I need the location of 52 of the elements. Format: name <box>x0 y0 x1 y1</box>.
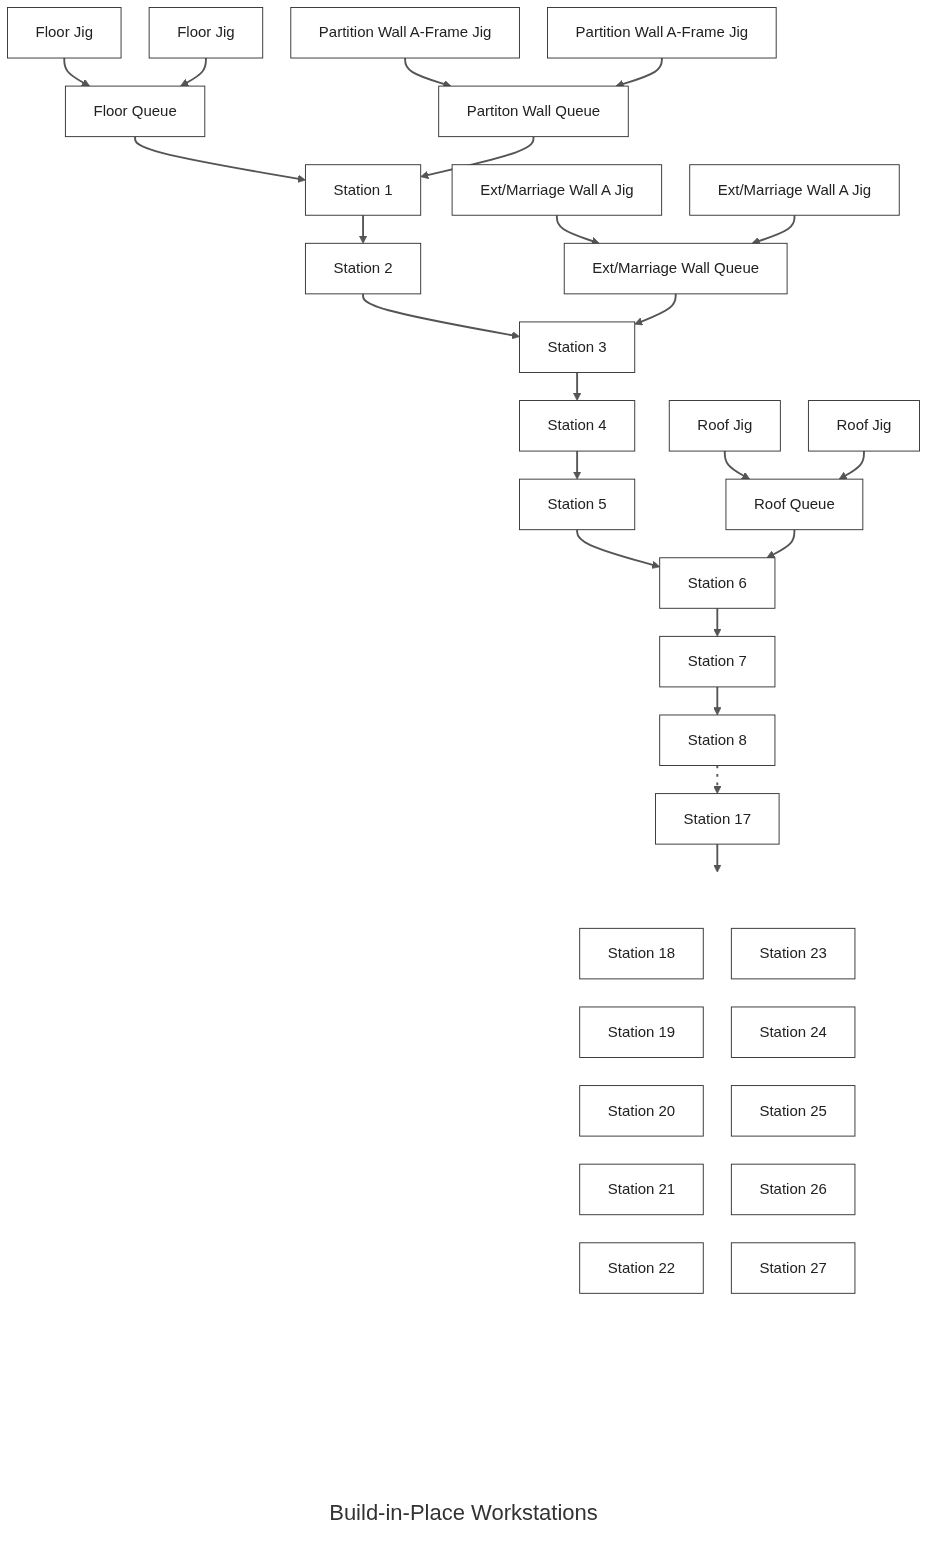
node-box: Station 3 <box>519 321 636 373</box>
node-box: Station 23 <box>730 927 856 980</box>
arrow <box>766 528 796 559</box>
node-box: Station 27 <box>730 1242 856 1294</box>
node-box: Station 24 <box>730 1006 856 1058</box>
arrow <box>713 685 722 716</box>
node-box: Roof Jig <box>668 400 781 452</box>
node-box: Station 1 <box>304 164 422 216</box>
arrow <box>358 214 368 244</box>
node-box: Roof Queue <box>725 478 864 531</box>
node-box: Station 25 <box>730 1085 856 1137</box>
arrow <box>713 607 722 637</box>
node-box: Partiton Wall Queue <box>438 85 629 138</box>
arrow <box>555 214 600 245</box>
arrow <box>723 450 751 480</box>
node-box: Ext/Marriage Wall Queue <box>563 242 788 295</box>
node-box: Ext/Marriage Wall A Jig <box>689 164 900 216</box>
node-box: Station 18 <box>579 927 704 980</box>
node-box: Station 4 <box>519 400 636 452</box>
node-box: Roof Jig <box>807 400 920 452</box>
node-box: Station 21 <box>579 1163 704 1216</box>
arrow <box>576 528 661 569</box>
node-box: Station 7 <box>659 635 776 688</box>
node-box: Station 5 <box>519 478 636 531</box>
node-box: Ext/Marriage Wall A Jig <box>451 164 663 216</box>
arrow <box>838 450 865 480</box>
node-box: Station 8 <box>659 714 776 766</box>
node-box: Station 2 <box>304 242 422 295</box>
arrow <box>713 764 722 794</box>
arrow <box>634 292 677 326</box>
arrow <box>573 371 582 401</box>
arrow <box>180 57 207 87</box>
node-box: Partition Wall A-Frame Jig <box>290 7 520 59</box>
node-box: Floor Queue <box>64 85 206 138</box>
arrow <box>63 57 90 87</box>
node-box: Floor Jig <box>148 7 264 59</box>
arrow <box>615 57 663 88</box>
arrow <box>751 214 796 245</box>
node-box: Floor Jig <box>7 7 122 59</box>
node-box: Station 20 <box>579 1085 704 1137</box>
node-box: Station 6 <box>659 557 776 609</box>
node-box: Station 26 <box>730 1163 856 1216</box>
node-box: Station 22 <box>579 1242 704 1294</box>
arrow <box>134 135 306 183</box>
arrow <box>713 843 722 873</box>
arrow <box>362 292 520 340</box>
node-box: Partition Wall A-Frame Jig <box>547 7 777 59</box>
node-box: Station 17 <box>655 793 780 845</box>
arrow <box>404 57 452 88</box>
node-box: Station 19 <box>579 1006 704 1058</box>
workstations-note: Build-in-Place Workstations <box>328 1500 599 1526</box>
arrow <box>573 450 582 480</box>
